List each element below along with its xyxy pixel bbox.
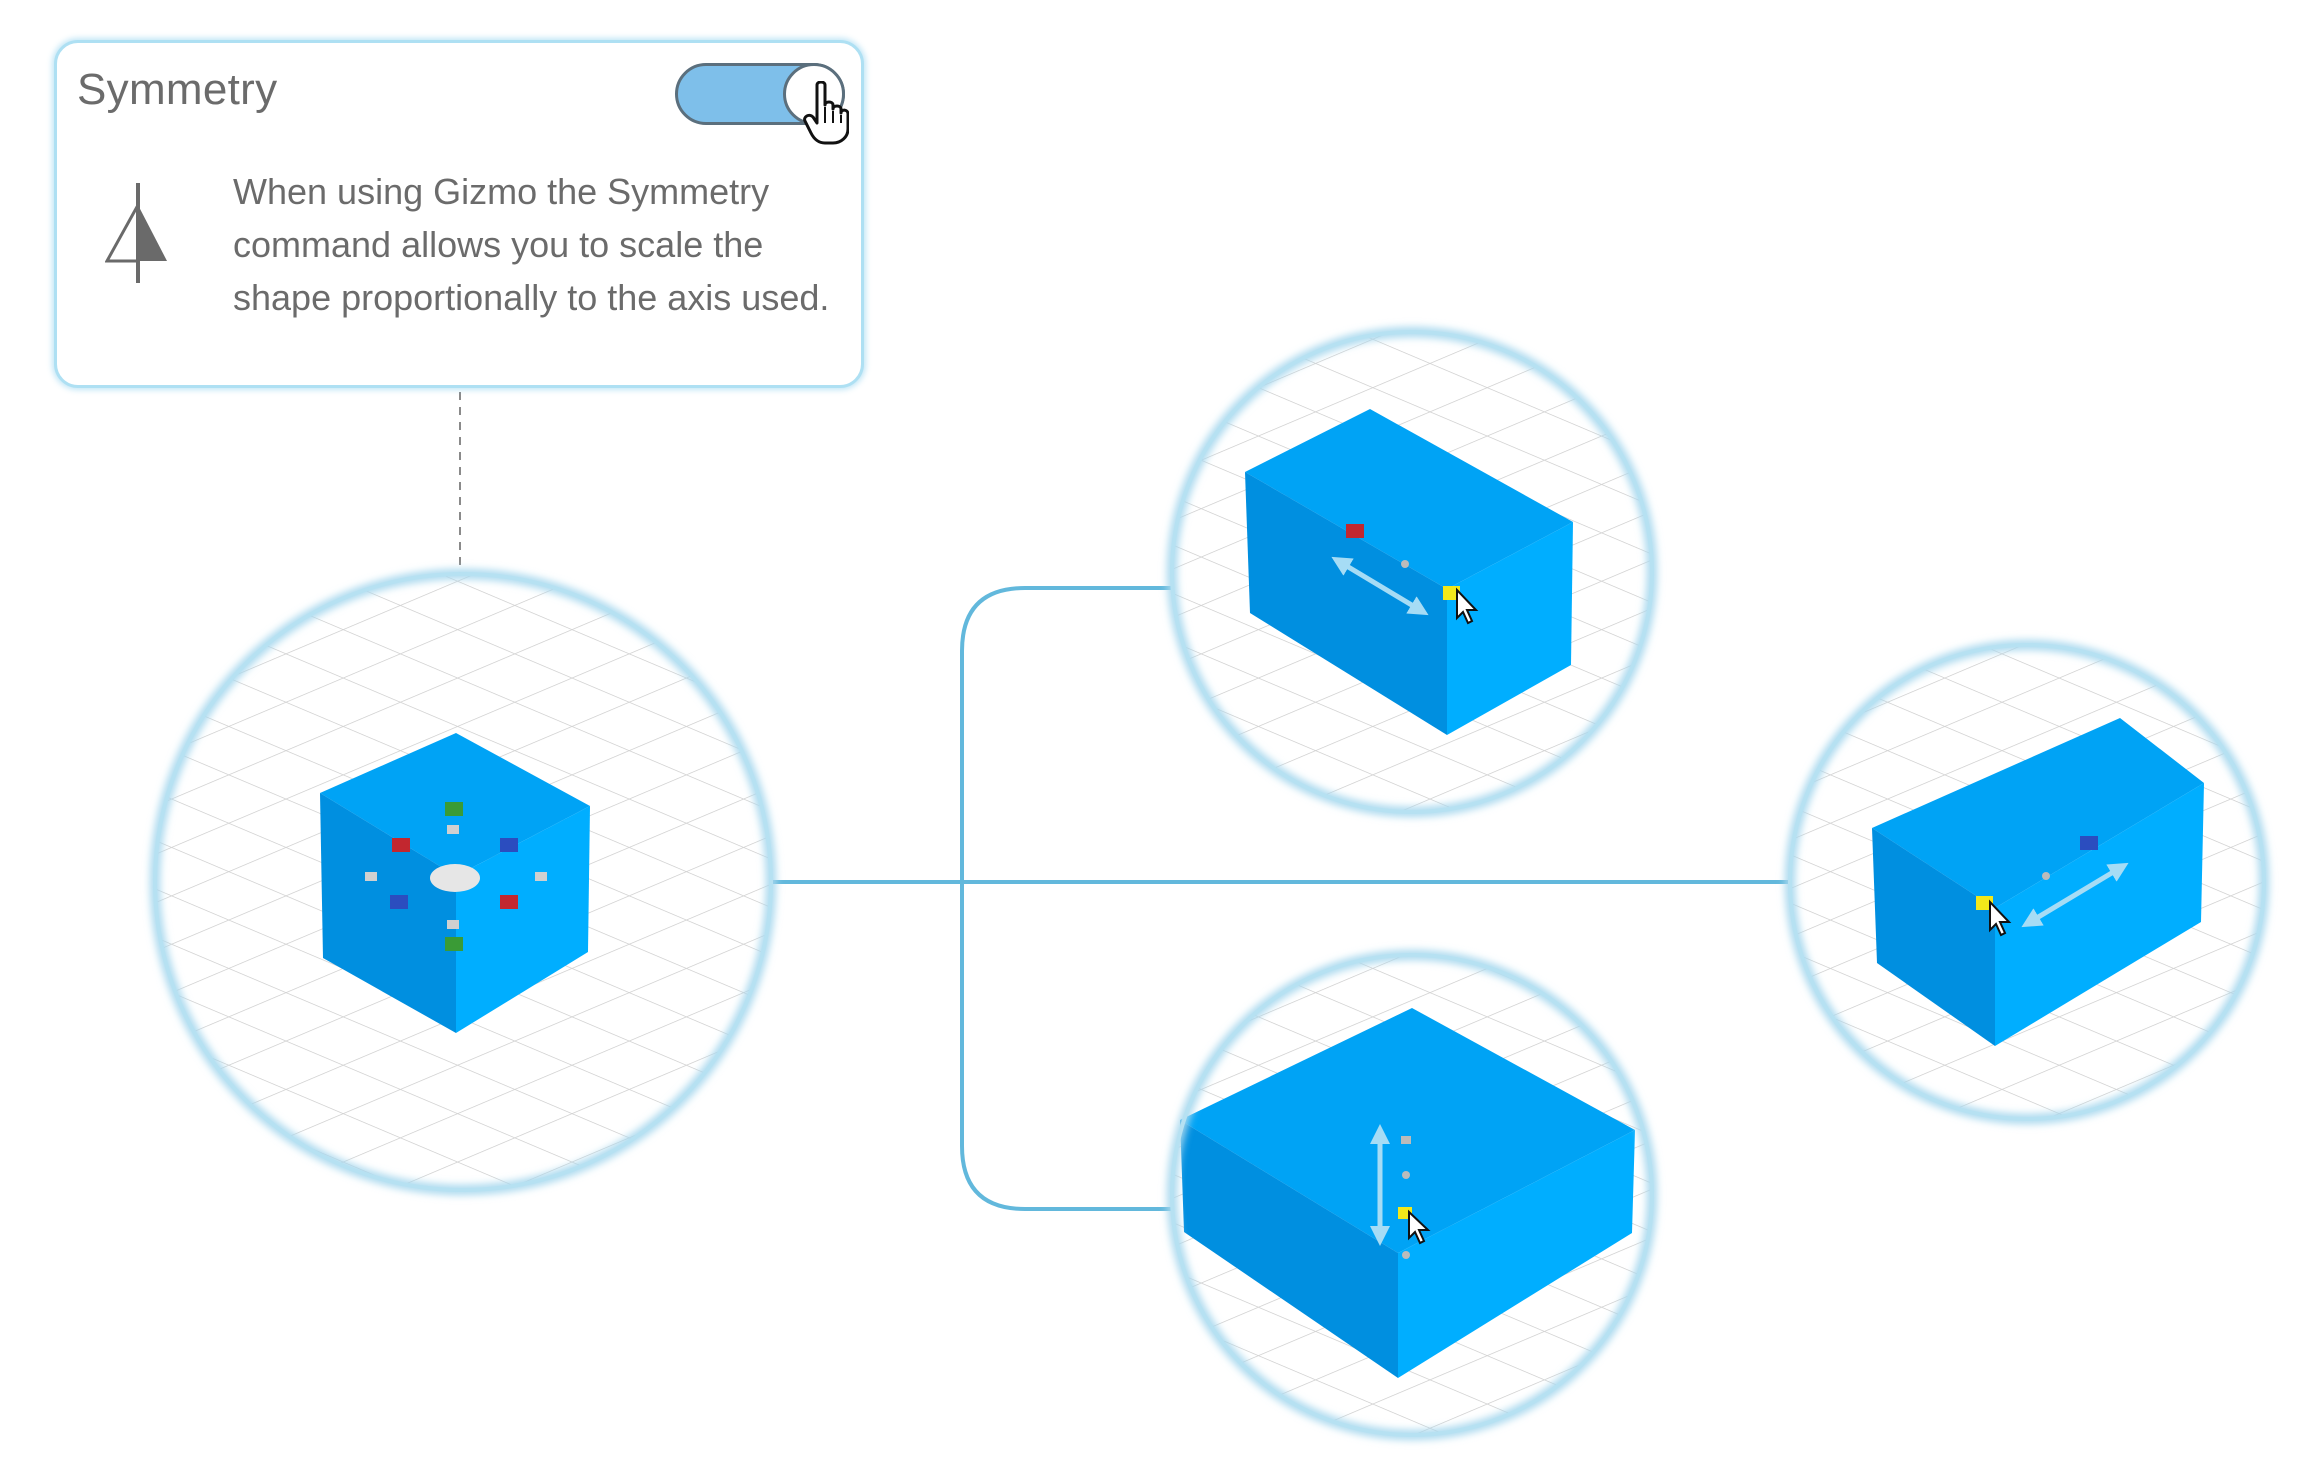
connector-lines xyxy=(771,586,1792,1211)
symmetry-panel: Symmetry When using Gizmo the Symmetry c… xyxy=(54,40,864,388)
scale-arrow xyxy=(1331,556,1429,616)
view-default-gizmo xyxy=(150,569,776,1195)
view-scale-z xyxy=(1167,950,1657,1440)
view-scale-x xyxy=(1167,327,1657,817)
handle-yellow xyxy=(1443,586,1460,600)
arrow-cursor-icon xyxy=(1408,1209,1431,1245)
handle-red xyxy=(1346,524,1364,538)
hand-pointer-icon xyxy=(803,81,849,145)
scale-arrow xyxy=(2021,862,2129,928)
symmetry-toggle[interactable] xyxy=(675,63,849,145)
handle-yellow xyxy=(1976,896,1993,910)
panel-title: Symmetry xyxy=(77,65,278,114)
cube-scale-z xyxy=(1180,1008,1635,1378)
gizmo-handles xyxy=(365,802,547,951)
handle-blue xyxy=(2080,836,2098,850)
arrow-cursor-icon xyxy=(1989,899,2012,937)
panel-description: When using Gizmo the Symmetry command al… xyxy=(233,171,830,318)
symmetry-icon xyxy=(105,183,167,283)
view-scale-y xyxy=(1785,640,2269,1124)
arrow-cursor-icon xyxy=(1456,587,1479,625)
